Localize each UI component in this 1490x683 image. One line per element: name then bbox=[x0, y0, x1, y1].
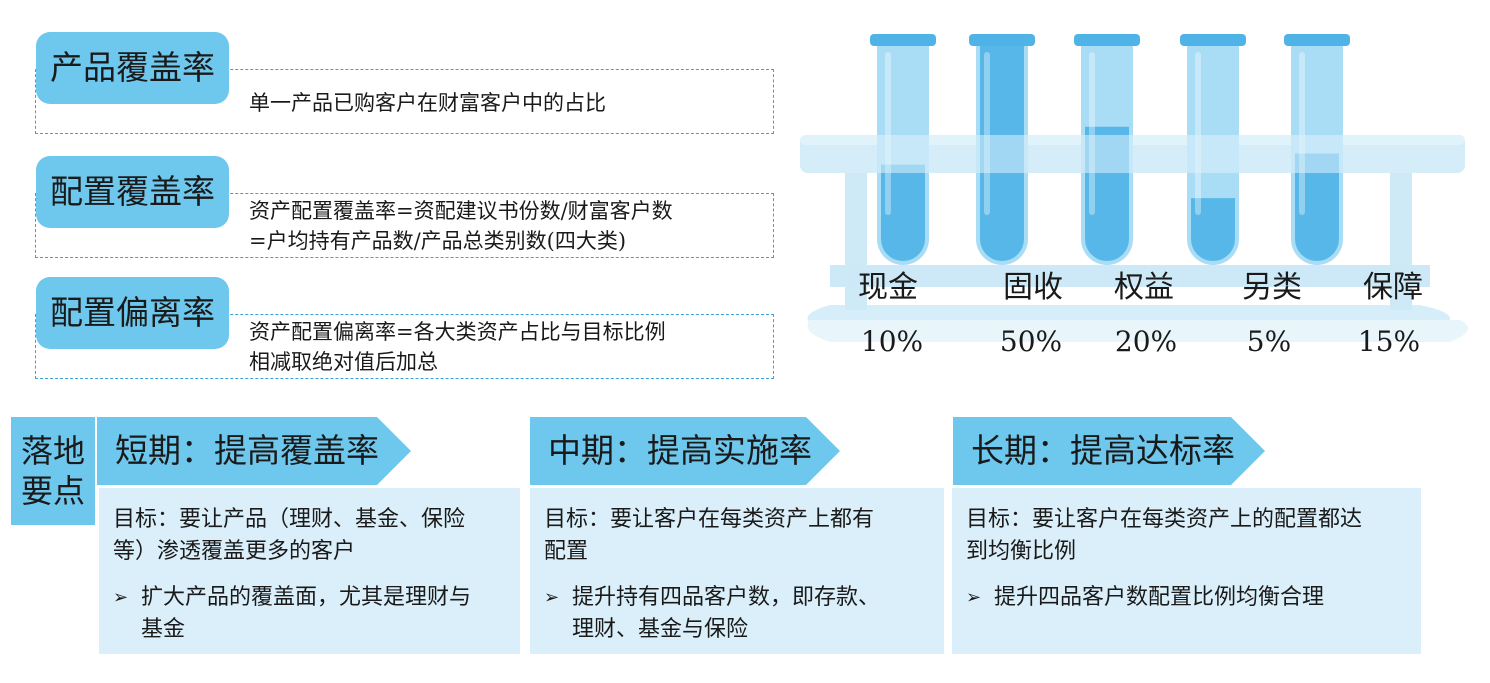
goal-line: 目标：要让产品（理财、基金、保险 bbox=[113, 507, 466, 532]
asset-percent-insurance: 15% bbox=[1357, 325, 1421, 358]
phase-short-term-banner: 短期：提高覆盖率 bbox=[97, 417, 411, 485]
asset-label-equity: 权益 bbox=[1114, 270, 1174, 305]
metric-box-1: 单一产品已购客户在财富客户中的占比 bbox=[35, 69, 774, 134]
goal-line: 到均衡比例 bbox=[966, 539, 1077, 564]
asset-label-alternative: 另类 bbox=[1242, 270, 1302, 305]
asset-percent-equity: 20% bbox=[1114, 325, 1178, 358]
phase-mid-term-body: 目标：要让客户在每类资产上都有 配置 ➢ 提升持有四品客户数，即存款、 理财、基… bbox=[530, 488, 944, 654]
rack-bottom-rail bbox=[830, 265, 1430, 287]
phase-short-term-body: 目标：要让产品（理财、基金、保险 等）渗透覆盖更多的客户 ➢ 扩大产品的覆盖面，… bbox=[99, 488, 520, 654]
bullet-line: 理财、基金与保险 bbox=[572, 617, 749, 642]
metric-desc-2-line-1: 资产配置覆盖率=资配建议书份数/财富客户数 bbox=[249, 199, 673, 223]
phase-mid-term-bullet: ➢ 提升持有四品客户数，即存款、 理财、基金与保险 bbox=[544, 582, 930, 646]
tube-rim-equity bbox=[1074, 34, 1140, 46]
tube-highlight-equity bbox=[1089, 52, 1095, 215]
goal-line: 目标：要让客户在每类资产上的配置都达 bbox=[966, 507, 1363, 532]
metric-label-1: 产品覆盖率 bbox=[36, 32, 229, 104]
tube-liquid-cash bbox=[881, 164, 925, 261]
tube-rim-cash bbox=[870, 34, 936, 46]
tube-highlight-insurance bbox=[1299, 52, 1305, 215]
asset-label-cash: 现金 bbox=[858, 270, 918, 305]
landing-points-label: 落地 要点 bbox=[11, 417, 95, 525]
metric-box-2: 资产配置覆盖率=资配建议书份数/财富客户数 =户均持有产品数/产品总类别数(四大… bbox=[35, 193, 774, 258]
rack-base-shadow bbox=[807, 320, 1468, 342]
bullet-line: 提升四品客户数配置比例均衡合理 bbox=[994, 585, 1325, 610]
tube-rim-alternative bbox=[1180, 34, 1246, 46]
bullet-line: 扩大产品的覆盖面，尤其是理财与 bbox=[141, 585, 472, 610]
goal-line: 配置 bbox=[544, 539, 589, 564]
tube-liquid-insurance bbox=[1295, 153, 1339, 261]
tube-highlight-alternative bbox=[1195, 52, 1201, 215]
asset-percent-alternative: 5% bbox=[1246, 325, 1292, 358]
metric-label-2: 配置覆盖率 bbox=[36, 156, 229, 228]
phase-long-term-goal: 目标：要让客户在每类资产上的配置都达 到均衡比例 bbox=[966, 504, 1407, 568]
tube-rim-insurance bbox=[1284, 34, 1350, 46]
metric-box-3: 资产配置偏离率=各大类资产占比与目标比例 相减取绝对值后加总 bbox=[35, 314, 774, 379]
metric-desc-1-line-1: 单一产品已购客户在财富客户中的占比 bbox=[249, 91, 606, 115]
metric-label-3: 配置偏离率 bbox=[36, 277, 229, 349]
metric-desc-3-line-1: 资产配置偏离率=各大类资产占比与目标比例 bbox=[249, 320, 666, 344]
goal-line: 目标：要让客户在每类资产上都有 bbox=[544, 507, 875, 532]
goal-line: 等）渗透覆盖更多的客户 bbox=[113, 539, 356, 564]
phase-long-term-body: 目标：要让客户在每类资产上的配置都达 到均衡比例 ➢ 提升四品客户数配置比例均衡… bbox=[952, 488, 1421, 654]
metric-desc-3-line-2: 相减取绝对值后加总 bbox=[249, 350, 438, 374]
asset-label-insurance: 保障 bbox=[1363, 270, 1423, 305]
test-tube-rack-illustration bbox=[800, 34, 1468, 342]
bullet-line: 提升持有四品客户数，即存款、 bbox=[572, 585, 881, 610]
phase-long-term-banner: 长期：提高达标率 bbox=[953, 417, 1265, 485]
metric-desc-2-line-2: =户均持有产品数/产品总类别数(四大类) bbox=[249, 229, 627, 253]
phase-long-term-bullet: ➢ 提升四品客户数配置比例均衡合理 bbox=[966, 582, 1407, 614]
phase-mid-term-banner: 中期：提高实施率 bbox=[530, 417, 840, 485]
tube-highlight-fixed-income bbox=[984, 52, 990, 215]
tube-liquid-alternative bbox=[1191, 198, 1235, 261]
arrow-bullet-icon: ➢ bbox=[966, 587, 982, 608]
arrow-bullet-icon: ➢ bbox=[544, 587, 560, 608]
tube-rim-fixed-income bbox=[969, 34, 1035, 46]
asset-percent-cash: 10% bbox=[860, 325, 924, 358]
bullet-line: 基金 bbox=[141, 617, 186, 642]
phase-short-term-bullet: ➢ 扩大产品的覆盖面，尤其是理财与 基金 bbox=[113, 582, 506, 646]
tube-highlight-cash bbox=[885, 52, 891, 215]
rack-front-bar bbox=[800, 135, 1465, 173]
arrow-bullet-icon: ➢ bbox=[113, 587, 129, 608]
asset-percent-fixed-income: 50% bbox=[999, 325, 1063, 358]
landing-line-2: 要点 bbox=[20, 472, 85, 510]
phase-short-term-goal: 目标：要让产品（理财、基金、保险 等）渗透覆盖更多的客户 bbox=[113, 504, 506, 568]
phase-mid-term-goal: 目标：要让客户在每类资产上都有 配置 bbox=[544, 504, 930, 568]
landing-line-1: 落地 bbox=[20, 432, 85, 470]
asset-label-fixed-income: 固收 bbox=[1003, 270, 1063, 305]
